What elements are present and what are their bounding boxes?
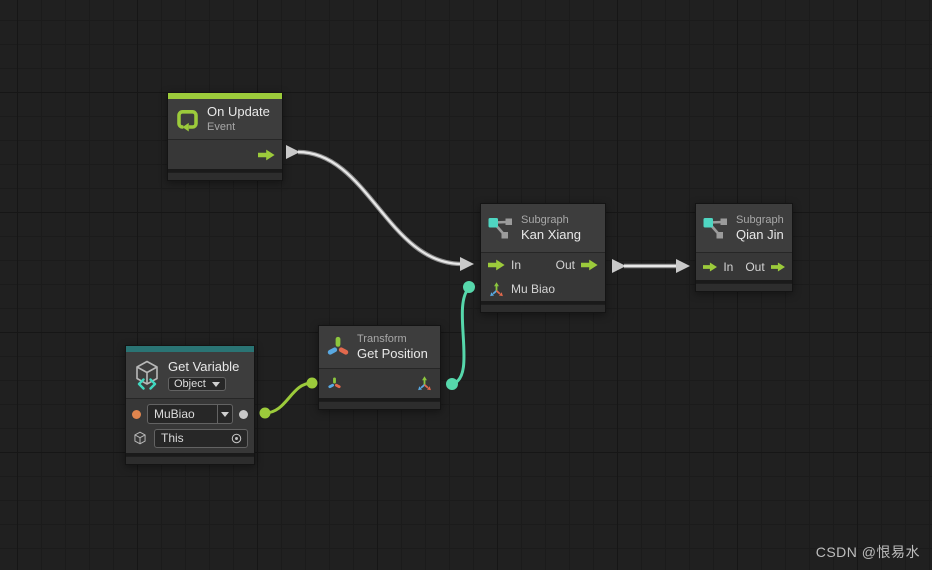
node-on-update-event[interactable]: On Update Event	[167, 92, 283, 181]
object-picker-icon[interactable]	[230, 432, 243, 445]
node-title: On Update	[207, 104, 270, 119]
variable-scope-dropdown[interactable]: Object	[168, 377, 226, 391]
flow-output-port[interactable]	[258, 149, 275, 161]
node-subgraph-kan-xiang[interactable]: Subgraph Kan Xiang In Out	[480, 203, 606, 313]
flow-input-port[interactable]	[488, 259, 505, 271]
chevron-down-icon	[221, 411, 229, 417]
chevron-down-icon	[211, 381, 220, 387]
subgraph-icon	[488, 218, 512, 239]
node-title: Kan Xiang	[521, 227, 581, 242]
variable-name-value: MuBiao	[154, 407, 195, 421]
port-label-in: In	[511, 258, 522, 272]
node-footer-handle[interactable]	[481, 304, 605, 312]
flow-output-port[interactable]	[770, 261, 785, 273]
node-footer-handle[interactable]	[126, 456, 254, 464]
vector3-output-port[interactable]	[416, 375, 433, 392]
wire-endpoint-dot[interactable]	[446, 378, 458, 390]
transform-icon	[327, 336, 349, 355]
wire-end-arrowhead[interactable]	[676, 259, 690, 273]
wire-start-arrowhead[interactable]	[286, 145, 300, 159]
node-color-bar	[126, 346, 254, 352]
gameobject-cube-icon	[134, 431, 146, 445]
wire-end-arrowhead[interactable]	[460, 257, 474, 271]
port-label-in: In	[723, 259, 734, 274]
subgraph-icon	[703, 218, 727, 239]
wire-start-arrowhead[interactable]	[612, 259, 626, 273]
node-title: Get Position	[357, 346, 428, 361]
wire-get-variable-to-get-position[interactable]	[264, 381, 313, 415]
variable-name-dropdown[interactable]: MuBiao	[147, 404, 233, 424]
node-title: Qian Jin	[736, 227, 784, 242]
watermark: CSDN @恨易水	[815, 544, 920, 560]
wire-get-position-to-mu-biao[interactable]	[451, 286, 471, 386]
node-subgraph-qian-jin[interactable]: Subgraph Qian Jin In Out	[695, 203, 793, 292]
node-subtitle: Subgraph	[736, 214, 784, 226]
node-title: Get Variable	[168, 359, 240, 374]
variable-value-output-port[interactable]	[239, 409, 248, 419]
node-footer-handle[interactable]	[696, 283, 792, 291]
variable-cube-icon	[136, 360, 158, 390]
variable-name-input-port[interactable]	[132, 409, 141, 419]
wire-on-update-to-kan-xiang[interactable]	[297, 150, 463, 266]
wire-endpoint-dot[interactable]	[306, 377, 318, 389]
port-label-mu-biao: Mu Biao	[511, 282, 556, 296]
node-subtitle: Event	[207, 121, 236, 133]
node-footer-handle[interactable]	[319, 401, 440, 409]
vector3-input-port[interactable]	[488, 281, 505, 298]
node-subtitle: Subgraph	[521, 214, 569, 226]
node-subtitle: Transform	[357, 333, 407, 345]
port-label-out: Out	[555, 258, 575, 272]
node-footer-handle[interactable]	[168, 172, 282, 180]
wire-endpoint-dot[interactable]	[463, 281, 475, 293]
update-loop-icon	[177, 109, 198, 132]
flow-input-port[interactable]	[703, 261, 717, 273]
node-transform-get-position[interactable]: Transform Get Position	[318, 325, 441, 410]
target-object-value: This	[161, 431, 184, 445]
port-label-out: Out	[745, 259, 765, 274]
variable-scope-value: Object	[174, 378, 206, 390]
target-object-field[interactable]: This	[154, 428, 248, 448]
wire-endpoint-dot[interactable]	[259, 407, 271, 419]
transform-input-port[interactable]	[326, 375, 343, 392]
wire-on-update-to-kan-xiang-shadow	[297, 149, 463, 267]
node-get-variable[interactable]: Get Variable Object MuBiao	[125, 345, 255, 465]
node-color-bar	[168, 93, 282, 99]
flow-output-port[interactable]	[581, 259, 598, 271]
